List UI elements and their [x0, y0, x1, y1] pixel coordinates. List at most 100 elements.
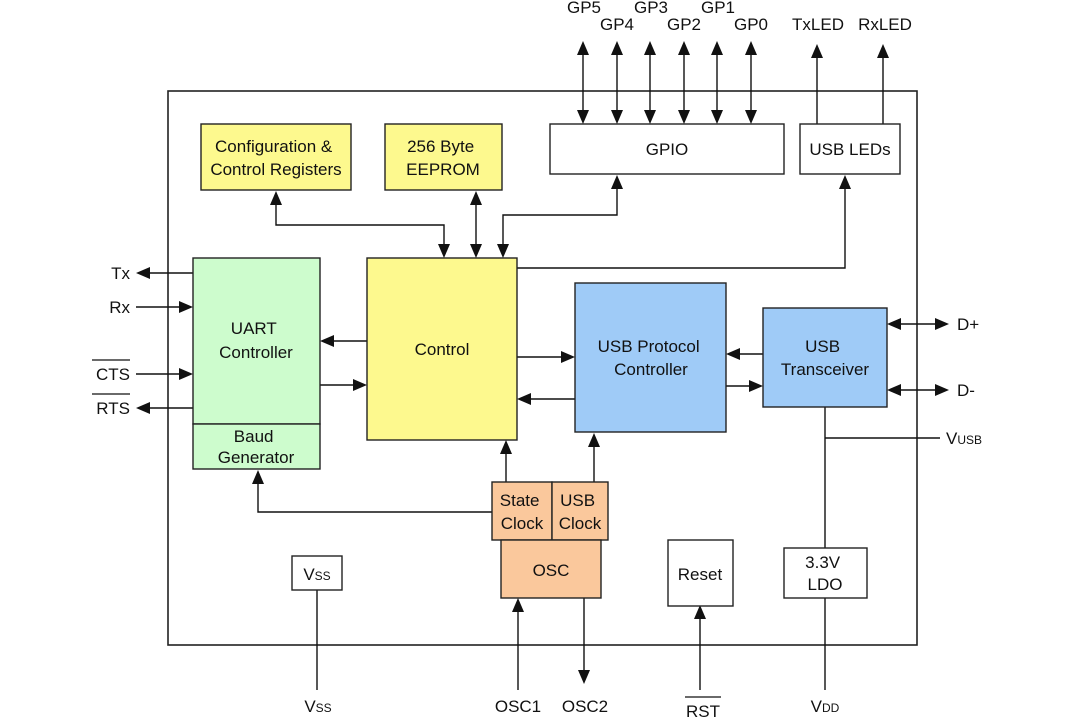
arrowhead	[270, 191, 282, 205]
arrowheads	[136, 41, 949, 684]
control-label: Control	[415, 340, 470, 359]
wires	[136, 52, 940, 690]
pin-gp2: GP2	[667, 15, 701, 34]
arrowhead	[179, 368, 193, 380]
pin-osc1: OSC1	[495, 697, 541, 716]
pin-txled: TxLED	[792, 15, 844, 34]
pin-osc2: OSC2	[562, 697, 608, 716]
usb-protocol-controller-block	[574, 282, 727, 433]
arrowhead	[500, 440, 512, 454]
arrowhead	[644, 110, 656, 124]
ldo-label: 3.3V LDO	[805, 553, 845, 594]
arrowhead	[611, 110, 623, 124]
wire-config-control	[275, 202, 445, 250]
arrowhead	[887, 384, 901, 396]
blocks	[192, 123, 901, 607]
arrowhead	[694, 605, 706, 619]
arrowhead	[438, 244, 450, 258]
arrowhead	[678, 41, 690, 55]
pin-vdd: VDD	[811, 697, 840, 716]
reset-block	[667, 539, 734, 607]
arrowhead	[711, 41, 723, 55]
pin-gp3: GP3	[634, 0, 668, 17]
eeprom-label: 256 Byte EEPROM	[406, 137, 480, 179]
arrowhead	[611, 175, 623, 189]
arrowhead	[179, 301, 193, 313]
pin-gp1: GP1	[701, 0, 735, 17]
arrowhead	[644, 41, 656, 55]
arrowhead	[877, 44, 889, 58]
arrowhead	[839, 175, 851, 189]
arrowhead	[497, 244, 509, 258]
usb-transceiver-label: USB Transceiver	[781, 337, 870, 379]
wire-gpio-control	[502, 184, 618, 250]
arrowhead	[611, 41, 623, 55]
pin-rts: RTS	[96, 399, 130, 418]
pin-cts: CTS	[96, 365, 130, 384]
arrowhead	[745, 41, 757, 55]
usb-clock-label: USB Clock	[559, 491, 602, 533]
vss-block-label: VSS	[303, 565, 330, 584]
arrowhead	[749, 380, 763, 392]
arrowhead	[136, 402, 150, 414]
arrowhead	[678, 110, 690, 124]
arrowhead	[711, 110, 723, 124]
arrowhead	[470, 191, 482, 205]
osc-block	[500, 539, 602, 599]
config-registers-label: Configuration & Control Registers	[210, 137, 341, 179]
arrowhead	[577, 41, 589, 55]
usb-leds-label: USB LEDs	[809, 140, 890, 159]
arrowhead	[512, 598, 524, 612]
pin-dplus: D+	[957, 315, 979, 334]
pin-gp0: GP0	[734, 15, 768, 34]
control-block	[366, 257, 518, 441]
arrowhead	[745, 110, 757, 124]
arrowhead	[252, 470, 264, 484]
state-clock-label: State Clock	[500, 491, 544, 533]
gpio-block	[549, 123, 785, 175]
pin-rst: RST	[686, 702, 720, 721]
arrowhead	[887, 318, 901, 330]
arrowhead	[320, 335, 334, 347]
arrowhead	[561, 351, 575, 363]
pin-rxled: RxLED	[858, 15, 912, 34]
pin-gp5: GP5	[567, 0, 601, 17]
wire-control-usbleds	[517, 184, 846, 269]
arrowhead	[353, 379, 367, 391]
pin-gp4: GP4	[600, 15, 634, 34]
arrowhead	[935, 384, 949, 396]
arrowhead	[517, 393, 531, 405]
gpio-label: GPIO	[646, 140, 689, 159]
reset-label: Reset	[678, 565, 723, 584]
vss-block	[291, 555, 343, 591]
arrowhead	[470, 244, 482, 258]
wire-stateclock-baud	[257, 478, 492, 513]
pin-rx: Rx	[109, 298, 130, 317]
block-labels: Configuration & Control Registers 256 By…	[210, 137, 890, 594]
arrowhead	[578, 670, 590, 684]
uart-controller-block	[192, 257, 321, 425]
eeprom-block	[384, 123, 503, 191]
baud-generator-block	[192, 423, 321, 470]
baud-generator-label: Baud Generator	[218, 427, 295, 467]
usb-transceiver-block	[762, 307, 888, 408]
arrowhead	[726, 348, 740, 360]
pin-dminus: D-	[957, 381, 975, 400]
pin-vss: VSS	[304, 697, 331, 716]
chip-outline	[167, 90, 918, 646]
pin-labels: GP5 GP4 GP3 GP2 GP1 GP0 TxLED RxLED Tx R…	[92, 0, 982, 721]
ldo-block	[783, 547, 868, 599]
usb-leds-block	[799, 123, 901, 175]
pin-tx: Tx	[111, 264, 130, 283]
arrowhead	[588, 433, 600, 447]
arrowhead	[811, 44, 823, 58]
config-registers-block	[200, 123, 352, 191]
arrowhead	[577, 110, 589, 124]
pin-vusb: VUSB	[946, 429, 982, 448]
usb-clock-block	[551, 481, 609, 541]
arrowhead	[935, 318, 949, 330]
usb-protocol-controller-label: USB Protocol Controller	[598, 337, 705, 379]
arrowhead	[136, 267, 150, 279]
osc-label: OSC	[533, 561, 570, 580]
